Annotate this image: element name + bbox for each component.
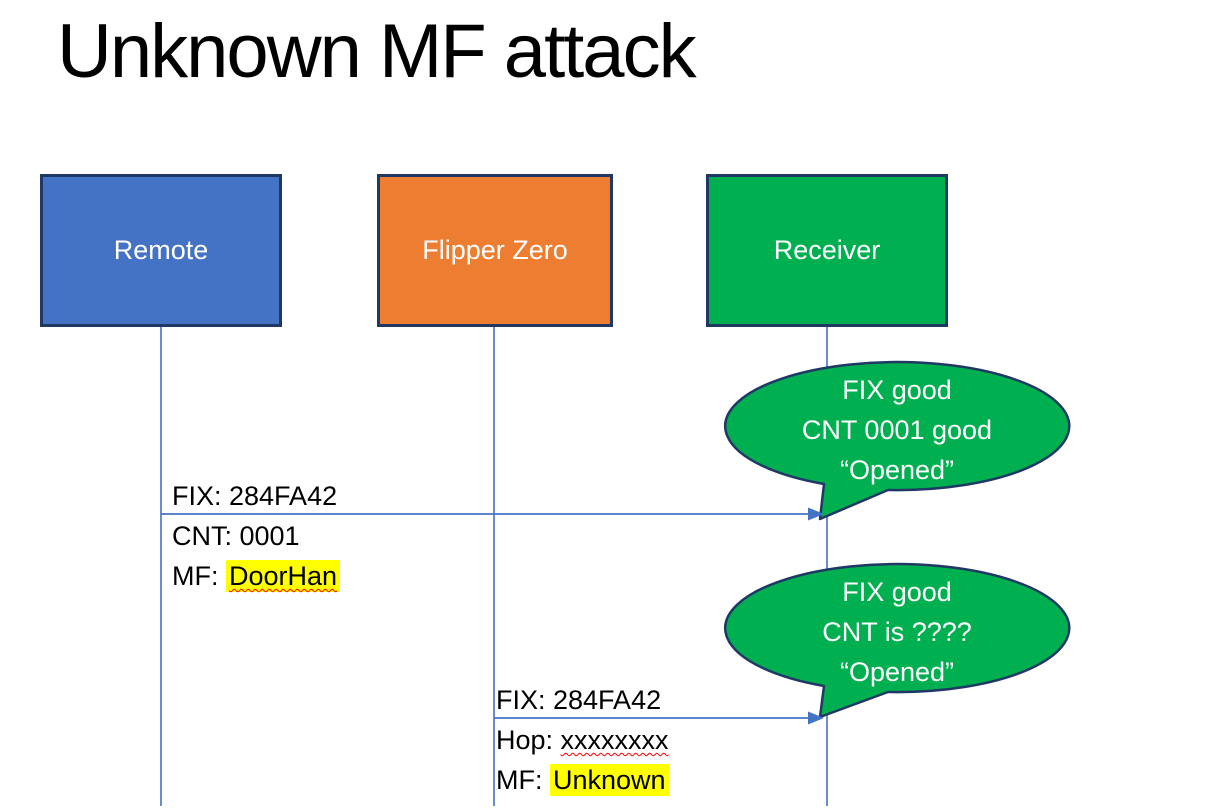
doorhan-highlighted-value: DoorHan: [226, 560, 341, 592]
message-1-cnt-value: 0001: [239, 521, 300, 551]
message-2-label: FIX: 284FA42 Hop: xxxxxxxx MF: Unknown: [496, 680, 669, 800]
callout-1-line-1: FIX good: [842, 375, 952, 405]
callout-1-text: FIX good CNT 0001 good “Opened”: [742, 370, 1052, 490]
callout-bubble-1: [724, 360, 1071, 521]
callout-1-line-2: CNT 0001 good: [801, 415, 993, 445]
message-1-label: FIX: 284FA42 CNT: 0001 MF: DoorHan: [172, 476, 341, 596]
callout-2-text: FIX good CNT is ???? “Opened”: [742, 572, 1052, 692]
actor-label-remote: Remote: [113, 235, 209, 265]
message-2-mf-line: MF: Unknown: [496, 760, 669, 800]
callout-bubble-2: [724, 562, 1071, 719]
message-1-fix-line: FIX: 284FA42: [172, 481, 338, 511]
actor-label-receiver: Receiver: [773, 235, 881, 265]
message-1-cnt-line: CNT: 0001: [172, 521, 300, 551]
callout-2-line-2: CNT is ????: [822, 617, 972, 647]
slide-title: Unknown MF attack: [57, 9, 697, 94]
actor-box-receiver: Receiver: [706, 174, 948, 327]
unknown-highlighted-value: Unknown: [550, 764, 669, 796]
callout-2-line-1: FIX good: [842, 577, 952, 607]
callout-1-line-3: “Opened”: [839, 455, 955, 485]
arrowhead-1: [808, 507, 824, 521]
message-1-mf-line: MF: DoorHan: [172, 556, 341, 596]
message-arrow-flipper-to-receiver: [494, 711, 824, 725]
hop-misspelled-value: xxxxxxxx: [560, 725, 669, 755]
message-arrow-remote-to-receiver: [161, 507, 824, 521]
actor-label-flipper-zero: Flipper Zero: [422, 235, 568, 265]
actor-box-remote: Remote: [40, 174, 282, 327]
callout-2-line-3: “Opened”: [839, 657, 955, 687]
actor-box-flipper-zero: Flipper Zero: [377, 174, 613, 327]
message-2-fix-line: FIX: 284FA42: [496, 685, 662, 715]
message-2-hop-line: Hop: xxxxxxxx: [496, 725, 669, 755]
arrowhead-2: [808, 711, 824, 725]
